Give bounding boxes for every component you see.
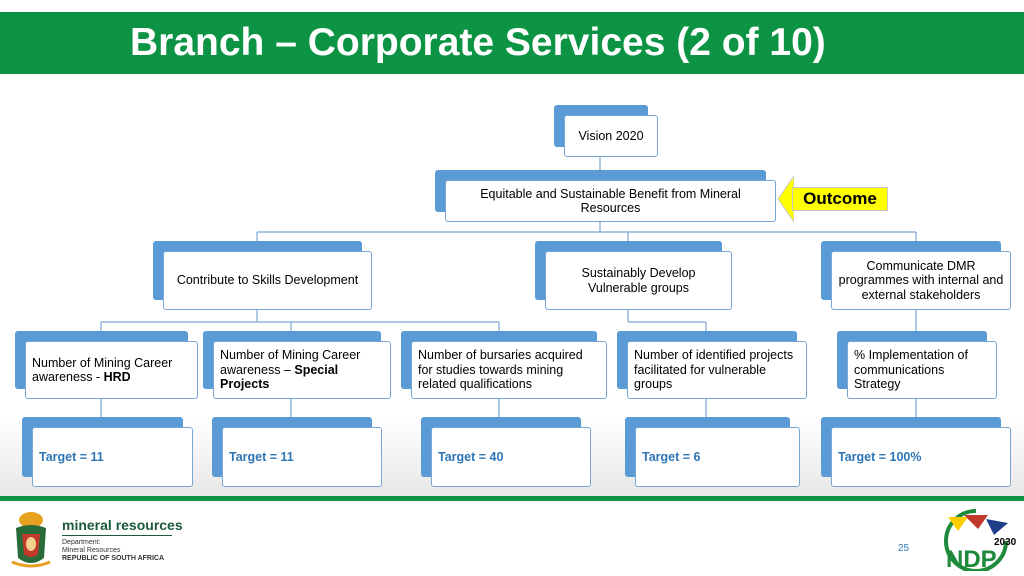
department-line-3: REPUBLIC OF SOUTH AFRICA bbox=[62, 555, 165, 562]
objective-skills: Contribute to Skills Development bbox=[153, 241, 372, 310]
indicator-communications: % Implementation of communications Strat… bbox=[837, 331, 997, 399]
indicator-text: Number of Mining Career awareness – bbox=[220, 348, 361, 377]
ndp-year: 2030 bbox=[994, 537, 1017, 548]
indicator-bold: Special Projects bbox=[220, 362, 339, 392]
node-label: Sustainably Develop Vulnerable groups bbox=[545, 251, 732, 310]
brand-rule bbox=[62, 535, 172, 536]
target-label: Target = 40 bbox=[431, 427, 591, 487]
node-label: % Implementation of communications Strat… bbox=[847, 341, 997, 399]
indicator-special-projects: Number of Mining Career awareness – Spec… bbox=[203, 331, 391, 399]
title-bar: Branch – Corporate Services (2 of 10) bbox=[0, 12, 1024, 74]
node-label: Number of bursaries acquired for studies… bbox=[411, 341, 607, 399]
node-label: Equitable and Sustainable Benefit from M… bbox=[445, 180, 776, 222]
ndp-logo-icon: 2030 NDP bbox=[944, 509, 1017, 571]
node-label: Number of identified projects facilitate… bbox=[627, 341, 807, 399]
target-label: Target = 6 bbox=[635, 427, 800, 487]
slide-title: Branch – Corporate Services (2 of 10) bbox=[130, 21, 826, 64]
node-label: Number of Mining Career awareness – Spec… bbox=[213, 341, 391, 399]
outcome-node: Equitable and Sustainable Benefit from M… bbox=[435, 170, 776, 222]
target-special-projects: Target = 11 bbox=[212, 417, 382, 487]
objective-vulnerable: Sustainably Develop Vulnerable groups bbox=[535, 241, 732, 310]
objective-communicate: Communicate DMR programmes with internal… bbox=[821, 241, 1011, 310]
indicator-text: Number of Mining Career awareness - bbox=[32, 355, 173, 385]
target-label: Target = 100% bbox=[831, 427, 1011, 487]
footer-divider bbox=[0, 496, 1024, 501]
node-label: Communicate DMR programmes with internal… bbox=[831, 251, 1011, 310]
coat-of-arms-icon bbox=[11, 512, 51, 568]
target-hrd: Target = 11 bbox=[22, 417, 193, 487]
department-brand: mineral resources bbox=[62, 517, 183, 533]
indicator-text: Number of bursaries acquired for studies… bbox=[418, 348, 583, 392]
ndp-text: NDP bbox=[946, 546, 997, 571]
target-bursaries: Target = 40 bbox=[421, 417, 591, 487]
indicator-hrd: Number of Mining Career awareness - HRD bbox=[15, 331, 198, 399]
target-vulnerable-projects: Target = 6 bbox=[625, 417, 800, 487]
indicator-text: Number of identified projects facilitate… bbox=[634, 348, 794, 392]
vision-node: Vision 2020 bbox=[554, 105, 658, 157]
node-label: Number of Mining Career awareness - HRD bbox=[25, 341, 198, 399]
indicator-bold: HRD bbox=[103, 370, 131, 384]
target-label: Target = 11 bbox=[32, 427, 193, 487]
node-label: Vision 2020 bbox=[564, 115, 658, 157]
arrow-left-icon bbox=[778, 176, 794, 222]
department-logo: mineral resources Department: Mineral Re… bbox=[62, 517, 183, 563]
target-communications: Target = 100% bbox=[821, 417, 1011, 487]
indicator-bursaries: Number of bursaries acquired for studies… bbox=[401, 331, 607, 399]
page-number: 25 bbox=[898, 543, 910, 554]
indicator-vulnerable-projects: Number of identified projects facilitate… bbox=[617, 331, 807, 399]
indicator-text: % Implementation of communications Strat… bbox=[854, 348, 968, 392]
department-line-2: Mineral Resources bbox=[62, 547, 121, 554]
node-label: Contribute to Skills Development bbox=[163, 251, 372, 310]
outcome-label: Outcome bbox=[792, 187, 888, 211]
department-line-1: Department: bbox=[62, 539, 101, 546]
target-label: Target = 11 bbox=[222, 427, 382, 487]
